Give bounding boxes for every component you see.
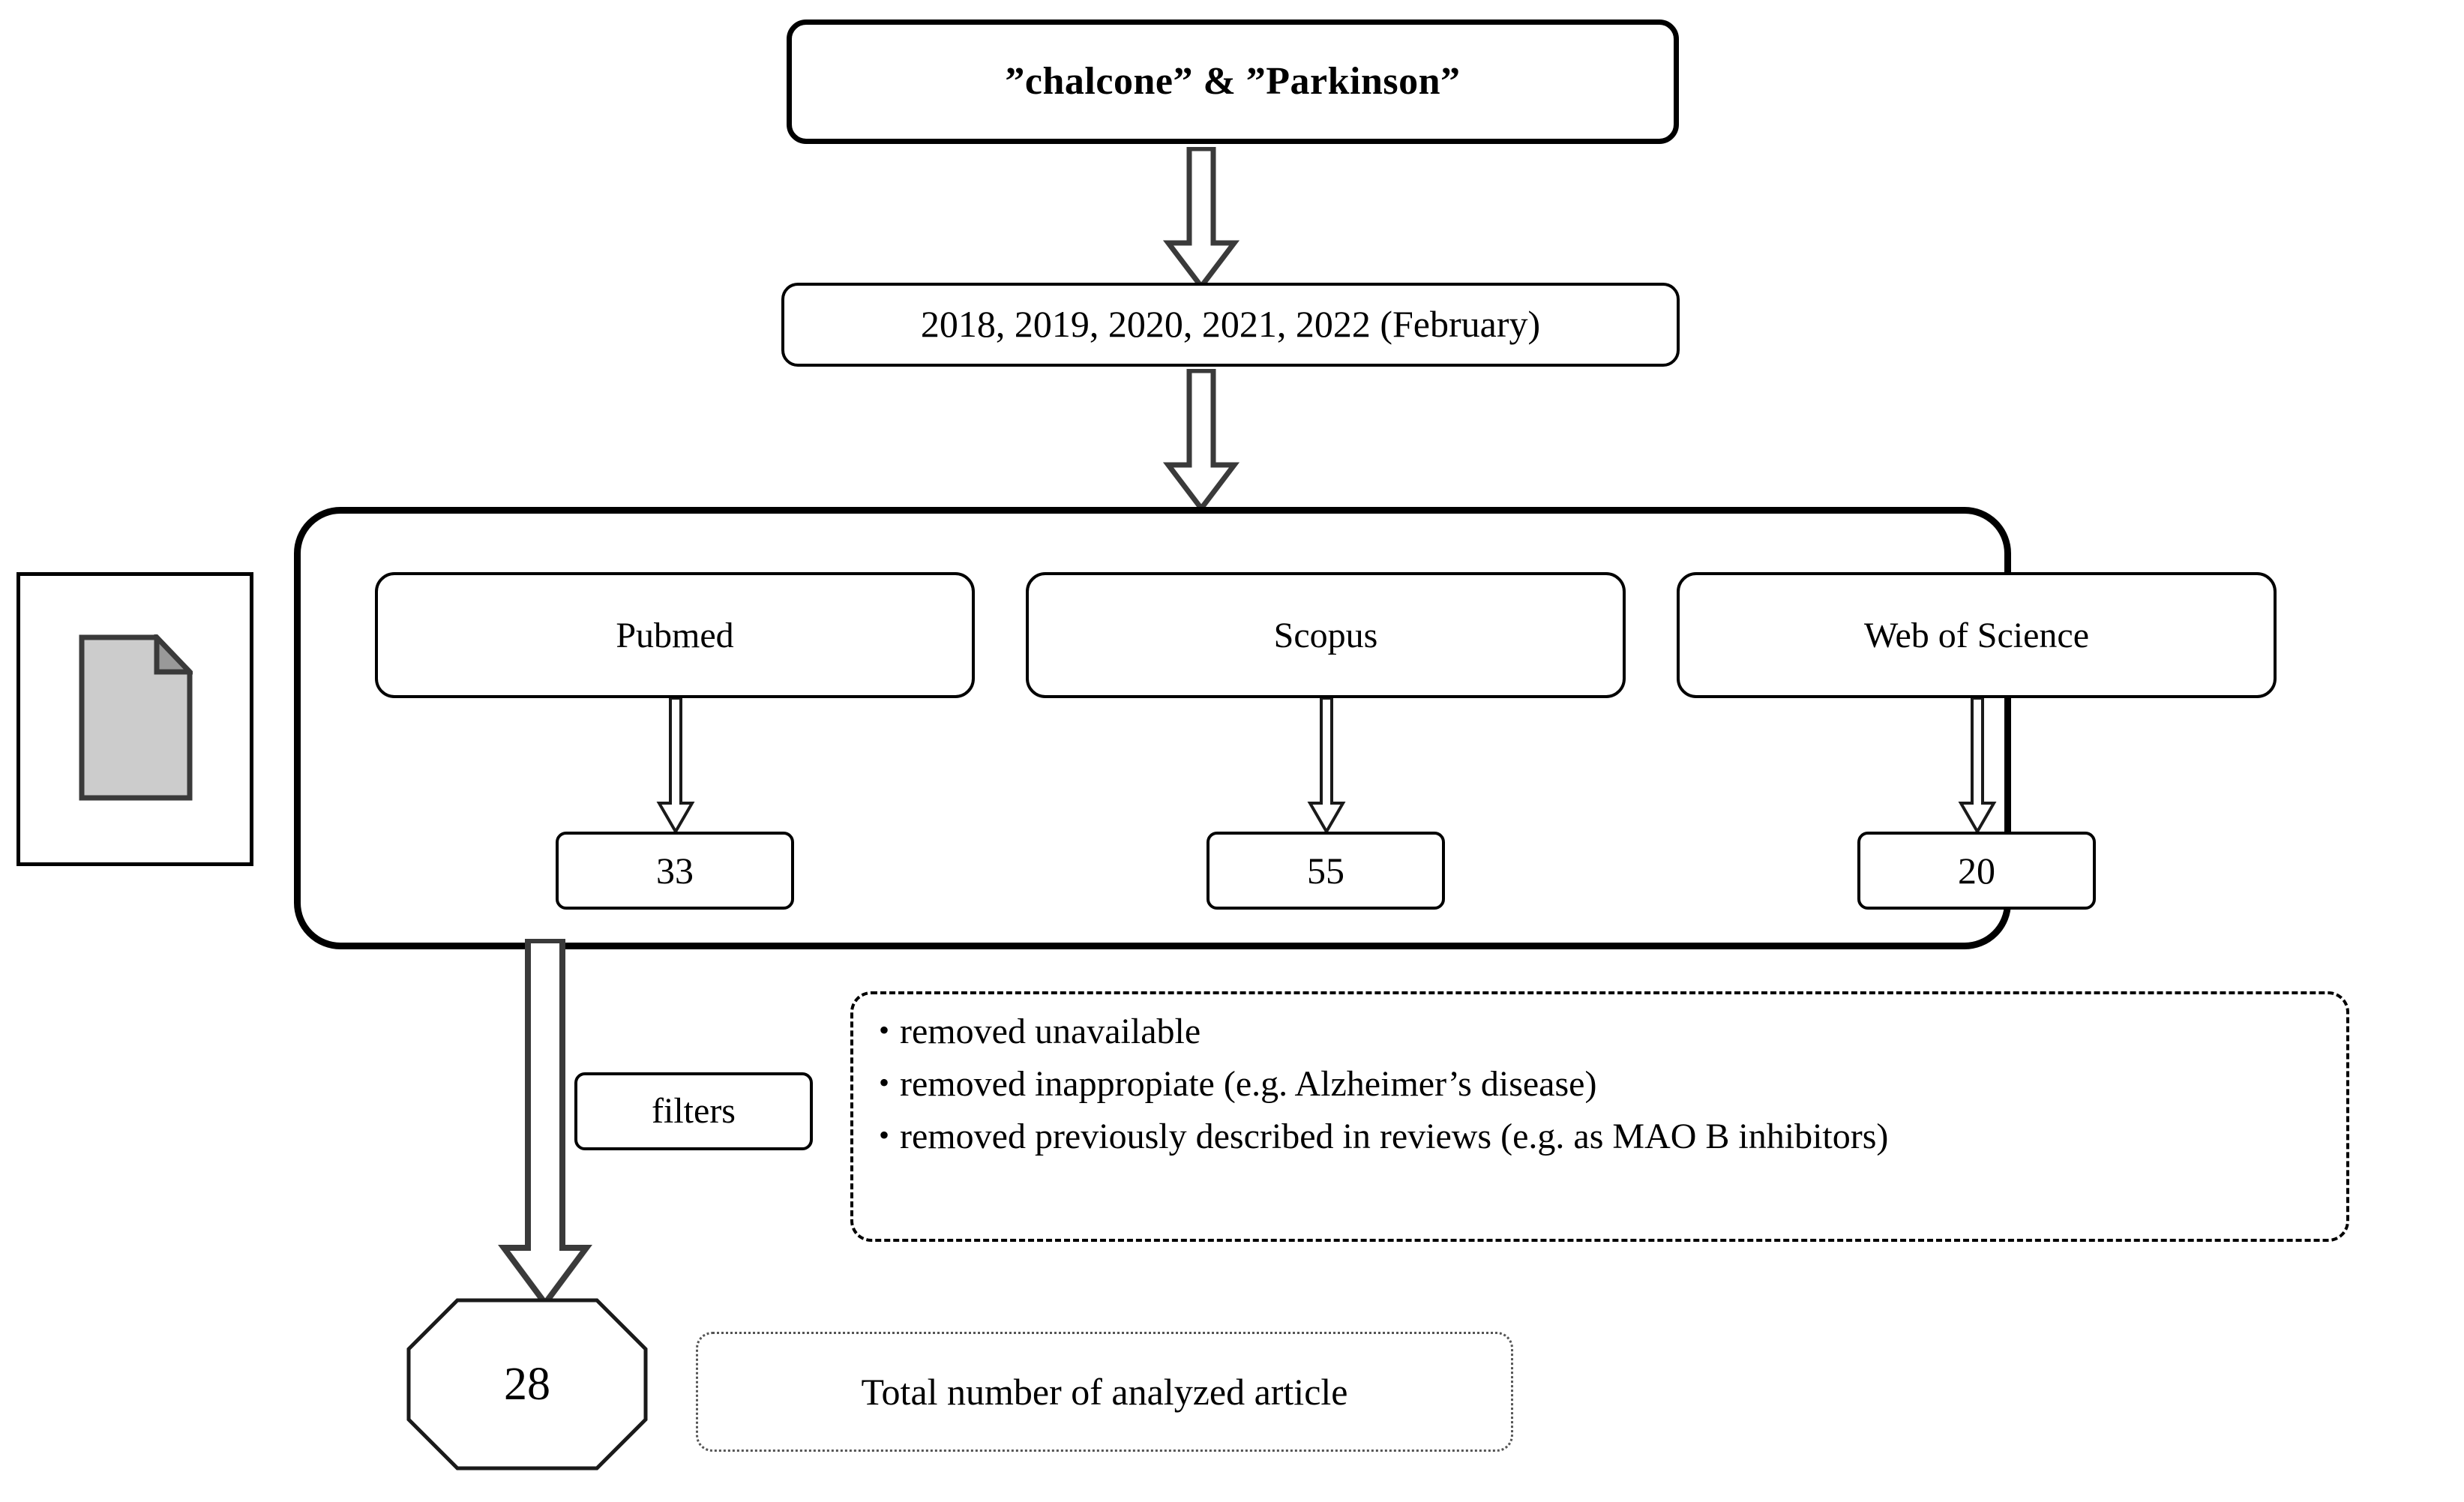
bullet-icon: • xyxy=(879,1066,890,1099)
total-articles-value: 28 xyxy=(504,1358,550,1410)
count-box-scopus: 55 xyxy=(1207,832,1445,910)
exclusion-list-item: • removed previously described in review… xyxy=(879,1119,2346,1155)
exclusion-text: removed unavailable xyxy=(900,1012,1201,1051)
count-box-web-of-science: 20 xyxy=(1857,832,2096,910)
document-page-icon xyxy=(79,634,193,801)
count-value: 33 xyxy=(656,850,694,892)
arrow-pubmed-to-count xyxy=(656,698,695,835)
total-articles-octagon: 28 xyxy=(406,1298,648,1471)
filters-label: filters xyxy=(652,1091,736,1132)
count-value: 55 xyxy=(1307,850,1344,892)
exclusion-criteria-box: • removed unavailable • removed inapprop… xyxy=(850,991,2349,1242)
filters-box: filters xyxy=(574,1072,813,1150)
database-box-pubmed: Pubmed xyxy=(375,572,975,698)
arrow-scopus-to-count xyxy=(1307,698,1346,835)
database-label: Web of Science xyxy=(1864,615,2089,655)
arrow-counts-to-total xyxy=(498,939,592,1306)
search-query-text: ”chalcone” & ”Parkinson” xyxy=(1005,60,1461,103)
arrow-query-to-years xyxy=(1162,147,1240,289)
database-box-scopus: Scopus xyxy=(1026,572,1626,698)
years-text: 2018, 2019, 2020, 2021, 2022 (February) xyxy=(920,303,1541,346)
years-box: 2018, 2019, 2020, 2021, 2022 (February) xyxy=(781,283,1680,367)
exclusion-text: removed previously described in reviews … xyxy=(900,1117,1889,1156)
count-box-pubmed: 33 xyxy=(556,832,794,910)
octagon-shape xyxy=(406,1298,648,1471)
arrow-years-to-databases xyxy=(1162,369,1240,511)
database-label: Scopus xyxy=(1273,615,1378,655)
search-query-box: ”chalcone” & ”Parkinson” xyxy=(787,19,1679,144)
database-label: Pubmed xyxy=(616,615,734,655)
total-articles-label: Total number of analyzed article xyxy=(861,1371,1348,1413)
database-box-web-of-science: Web of Science xyxy=(1677,572,2277,698)
bullet-icon: • xyxy=(879,1118,890,1152)
count-value: 20 xyxy=(1958,850,1995,892)
total-articles-label-box: Total number of analyzed article xyxy=(696,1332,1513,1452)
arrow-web-of-science-to-count xyxy=(1958,698,1997,835)
document-icon-frame xyxy=(16,572,253,866)
exclusion-text: removed inappropiate (e.g. Alzheimer’s d… xyxy=(900,1064,1597,1104)
exclusion-list-item: • removed unavailable xyxy=(879,1014,2346,1050)
databases-container: Pubmed Scopus Web of Science 33 55 20 xyxy=(294,507,2277,949)
bullet-icon: • xyxy=(879,1013,890,1047)
exclusion-list-item: • removed inappropiate (e.g. Alzheimer’s… xyxy=(879,1066,2346,1102)
